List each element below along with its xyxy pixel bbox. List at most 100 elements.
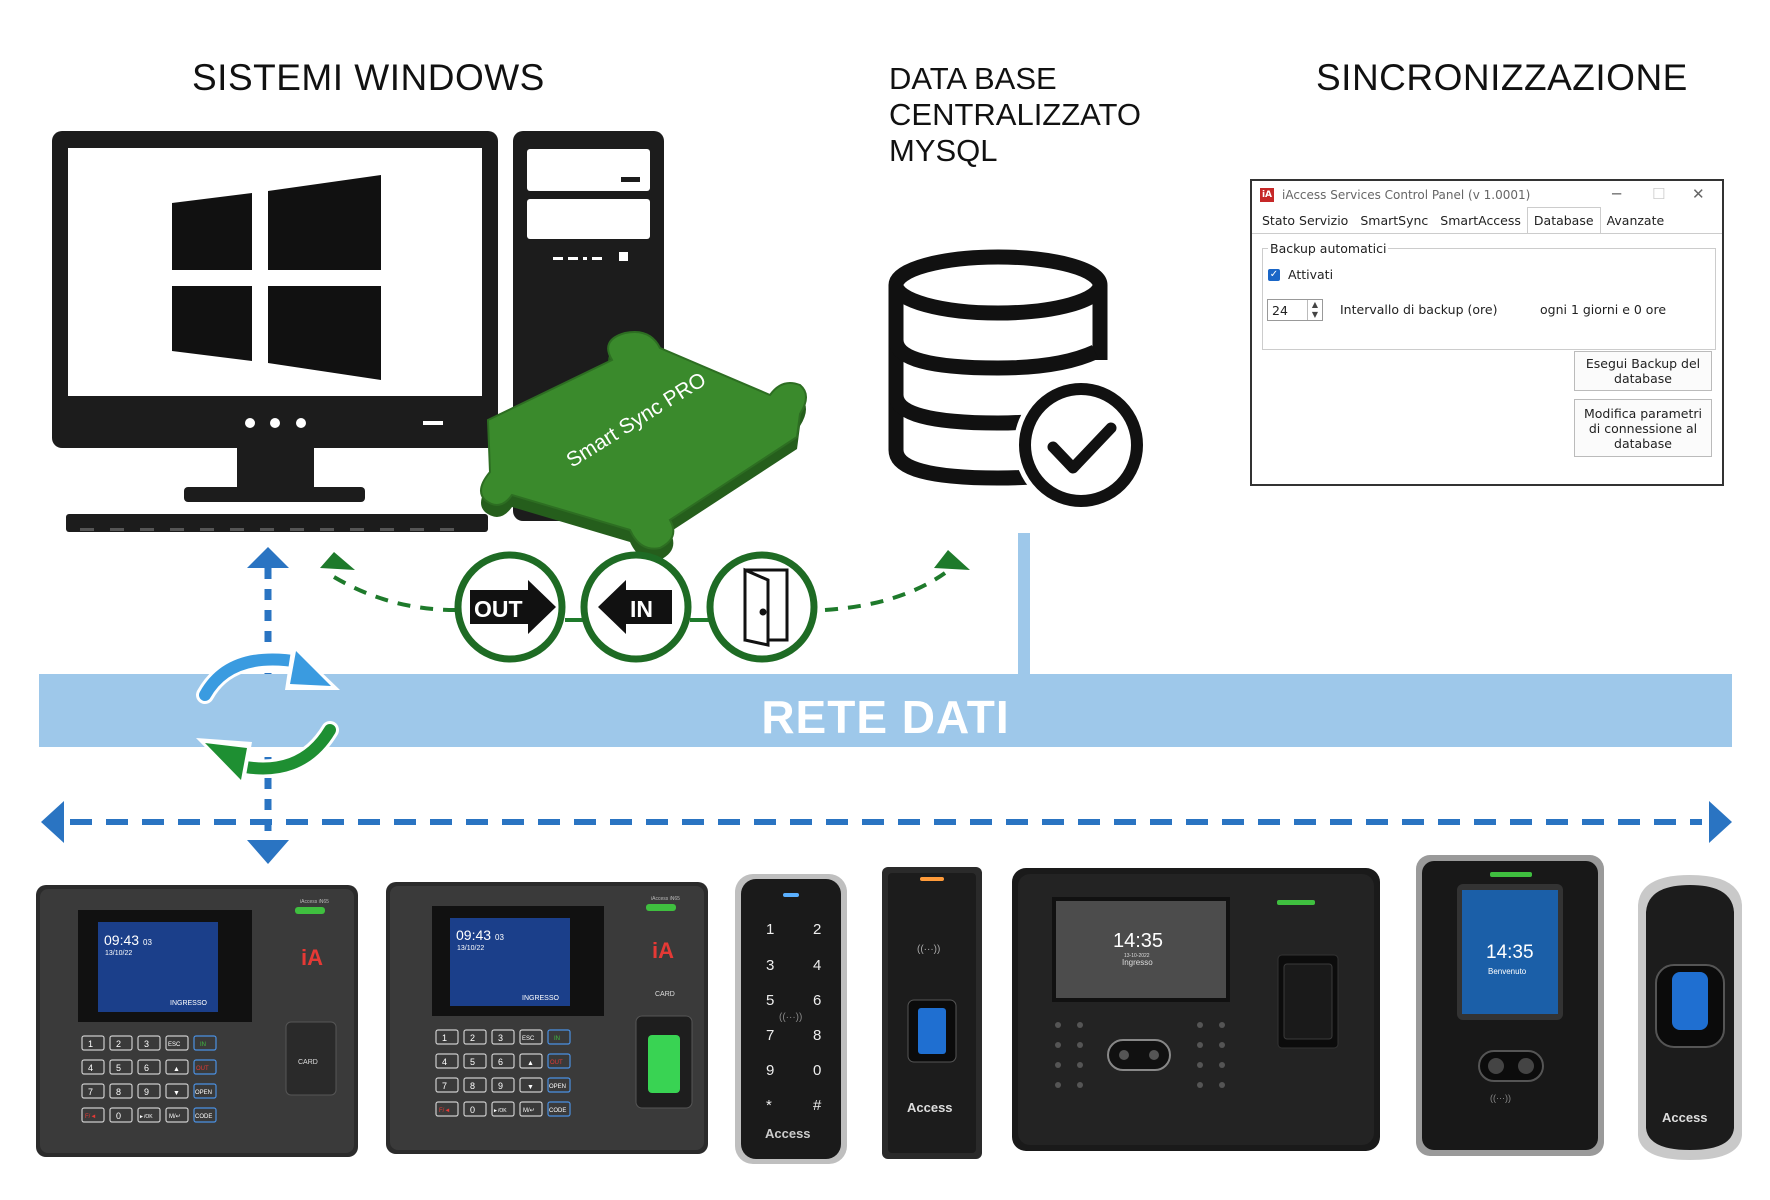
slim-brand: Access xyxy=(907,1100,953,1115)
modify-connection-line1: Modifica parametri xyxy=(1584,405,1702,421)
face2-status: Benvenuto xyxy=(1488,967,1527,976)
kp-key-9: 9 xyxy=(766,1062,774,1079)
fingerprint-reader-rounded: Access xyxy=(1638,875,1742,1160)
kp-key-5: 5 xyxy=(766,992,774,1009)
kp-key-7: 7 xyxy=(766,1027,774,1044)
t1-key-open: OPEN xyxy=(195,1090,212,1096)
rounded-reader-brand: Access xyxy=(1662,1110,1708,1125)
app-icon: iA xyxy=(1260,188,1274,202)
backup-group xyxy=(1262,248,1716,350)
terminal2-card-label: CARD xyxy=(655,991,675,998)
device-bus-line xyxy=(41,801,1732,843)
face1-date: 13-10-2022 xyxy=(1124,953,1150,959)
t2-key-f: F/◄ xyxy=(439,1108,450,1114)
t1-key-1: 1 xyxy=(88,1039,93,1049)
title-database-line1: DATA BASE xyxy=(889,61,1057,96)
minimize-button[interactable]: ─ xyxy=(1612,185,1622,203)
t2-key-4: 4 xyxy=(442,1057,447,1067)
t1-key-m: M/↵ xyxy=(169,1114,181,1120)
t2-key-open: OPEN xyxy=(549,1084,566,1090)
control-panel-tabs: Stato Servizio SmartSync SmartAccess Dat… xyxy=(1252,207,1722,234)
t1-key-code: CODE xyxy=(195,1114,212,1120)
kp-key-2: 2 xyxy=(813,921,821,938)
kp-key-1: 1 xyxy=(766,921,774,938)
time-attendance-terminal-2: 09:43 03 13/10/22 INGRESSO iAccess iN65 … xyxy=(386,882,708,1154)
backup-interval-value: 24 xyxy=(1272,302,1288,318)
t2-key-2: 2 xyxy=(470,1033,475,1043)
kp-key-hash: # xyxy=(813,1097,822,1114)
kp-key-6: 6 xyxy=(813,992,821,1009)
terminal1-date: 13/10/22 xyxy=(105,950,132,957)
face1-time: 14:35 xyxy=(1113,930,1163,952)
t1-key-2: 2 xyxy=(116,1039,121,1049)
t2-key-ok: ►/OK xyxy=(493,1108,507,1114)
stepper-arrows-icon[interactable]: ▲▼ xyxy=(1307,300,1322,320)
title-windows-systems: SISTEMI WINDOWS xyxy=(192,57,545,98)
t2-key-0: 0 xyxy=(470,1105,475,1115)
green-sync-arcs xyxy=(320,550,970,622)
t2-key-3: 3 xyxy=(498,1033,503,1043)
t2-key-9: 9 xyxy=(498,1081,503,1091)
backup-interval-label: Intervallo di backup (ore) xyxy=(1340,302,1498,317)
out-badge-label: OUT xyxy=(474,596,523,622)
terminal1-card-label: CARD xyxy=(298,1059,318,1066)
t1-key-4: 4 xyxy=(88,1063,93,1073)
terminal2-date: 13/10/22 xyxy=(457,945,484,952)
network-label: RETE DATI xyxy=(761,691,1010,743)
tab-stato-servizio[interactable]: Stato Servizio xyxy=(1262,213,1349,228)
t2-key-6: 6 xyxy=(498,1057,503,1067)
t1-key-9: 9 xyxy=(144,1087,149,1097)
terminal2-status: INGRESSO xyxy=(522,995,560,1002)
in-badge-label: IN xyxy=(630,596,653,622)
backup-interval-summary: ogni 1 giorni e 0 ore xyxy=(1540,302,1667,317)
t1-key-3: 3 xyxy=(144,1039,149,1049)
control-panel-title: iAccess Services Control Panel (v 1.0001… xyxy=(1282,188,1531,202)
face-recognition-terminal-1: 14:35 13-10-2022 Ingresso xyxy=(1012,868,1380,1151)
database-network-link xyxy=(1018,533,1030,675)
run-backup-label-line2: database xyxy=(1614,371,1672,386)
modify-connection-line2: di connessione al xyxy=(1588,420,1698,436)
check-badge-icon xyxy=(1014,378,1148,512)
modify-connection-button[interactable]: Modifica parametri di connessione al dat… xyxy=(1574,399,1712,457)
run-backup-button[interactable]: Esegui Backup del database xyxy=(1574,351,1712,391)
keypad-reader: 1 2 3 4 5 6 7 8 9 0 * # ((···)) Access xyxy=(735,874,847,1164)
t2-key-m: M/↵ xyxy=(523,1108,535,1114)
terminal1-keypad: 1 2 3 ESC IN 4 5 6 ▲ OUT 7 8 9 ▼ OPEN F/… xyxy=(81,1035,217,1123)
title-database-line3: MYSQL xyxy=(889,133,998,168)
t1-key-6: 6 xyxy=(144,1063,149,1073)
t1-key-7: 7 xyxy=(88,1087,93,1097)
keypad-brand: Access xyxy=(765,1126,811,1141)
tab-smartaccess[interactable]: SmartAccess xyxy=(1440,213,1521,228)
control-panel-window: iA iAccess Services Control Panel (v 1.0… xyxy=(1250,179,1724,486)
title-database-line2: CENTRALIZZATO xyxy=(889,97,1142,132)
t1-key-out: OUT xyxy=(196,1066,209,1072)
tab-avanzate[interactable]: Avanzate xyxy=(1606,213,1665,228)
terminal1-model: iAccess iN65 xyxy=(300,899,329,905)
close-button[interactable]: ✕ xyxy=(1692,185,1705,203)
sync-arrows-icon xyxy=(196,644,340,787)
terminal1-status: INGRESSO xyxy=(170,1000,208,1007)
t2-key-up: ▲ xyxy=(527,1060,534,1067)
tab-database[interactable]: Database xyxy=(1526,207,1601,233)
kp-key-0: 0 xyxy=(813,1062,821,1079)
modify-connection-line3: database xyxy=(1614,435,1672,451)
backup-interval-stepper[interactable]: 24 ▲▼ xyxy=(1267,299,1323,321)
out-badge: OUT xyxy=(454,551,566,663)
tab-smartsync[interactable]: SmartSync xyxy=(1360,213,1429,228)
maximize-button[interactable]: ☐ xyxy=(1652,185,1666,203)
t2-key-code: CODE xyxy=(549,1108,566,1114)
smart-sync-pro-puzzle-icon: Smart Sync PRO xyxy=(480,331,807,561)
terminal2-brand: iA xyxy=(652,938,674,963)
t1-key-ok: ►/OK xyxy=(139,1114,153,1120)
t1-key-0: 0 xyxy=(116,1111,121,1121)
fingerprint-reader-slim: ((···)) Access xyxy=(882,867,982,1159)
backup-enabled-checkbox[interactable]: ✓ Attivati xyxy=(1268,267,1333,282)
t2-key-1: 1 xyxy=(442,1033,447,1043)
t1-key-in: IN xyxy=(200,1042,206,1048)
time-attendance-terminal-1: 09:43 03 13/10/22 INGRESSO iAccess iN65 … xyxy=(36,885,358,1157)
title-database: DATA BASE CENTRALIZZATO MYSQL xyxy=(889,61,1141,169)
terminal1-brand: iA xyxy=(301,945,323,970)
